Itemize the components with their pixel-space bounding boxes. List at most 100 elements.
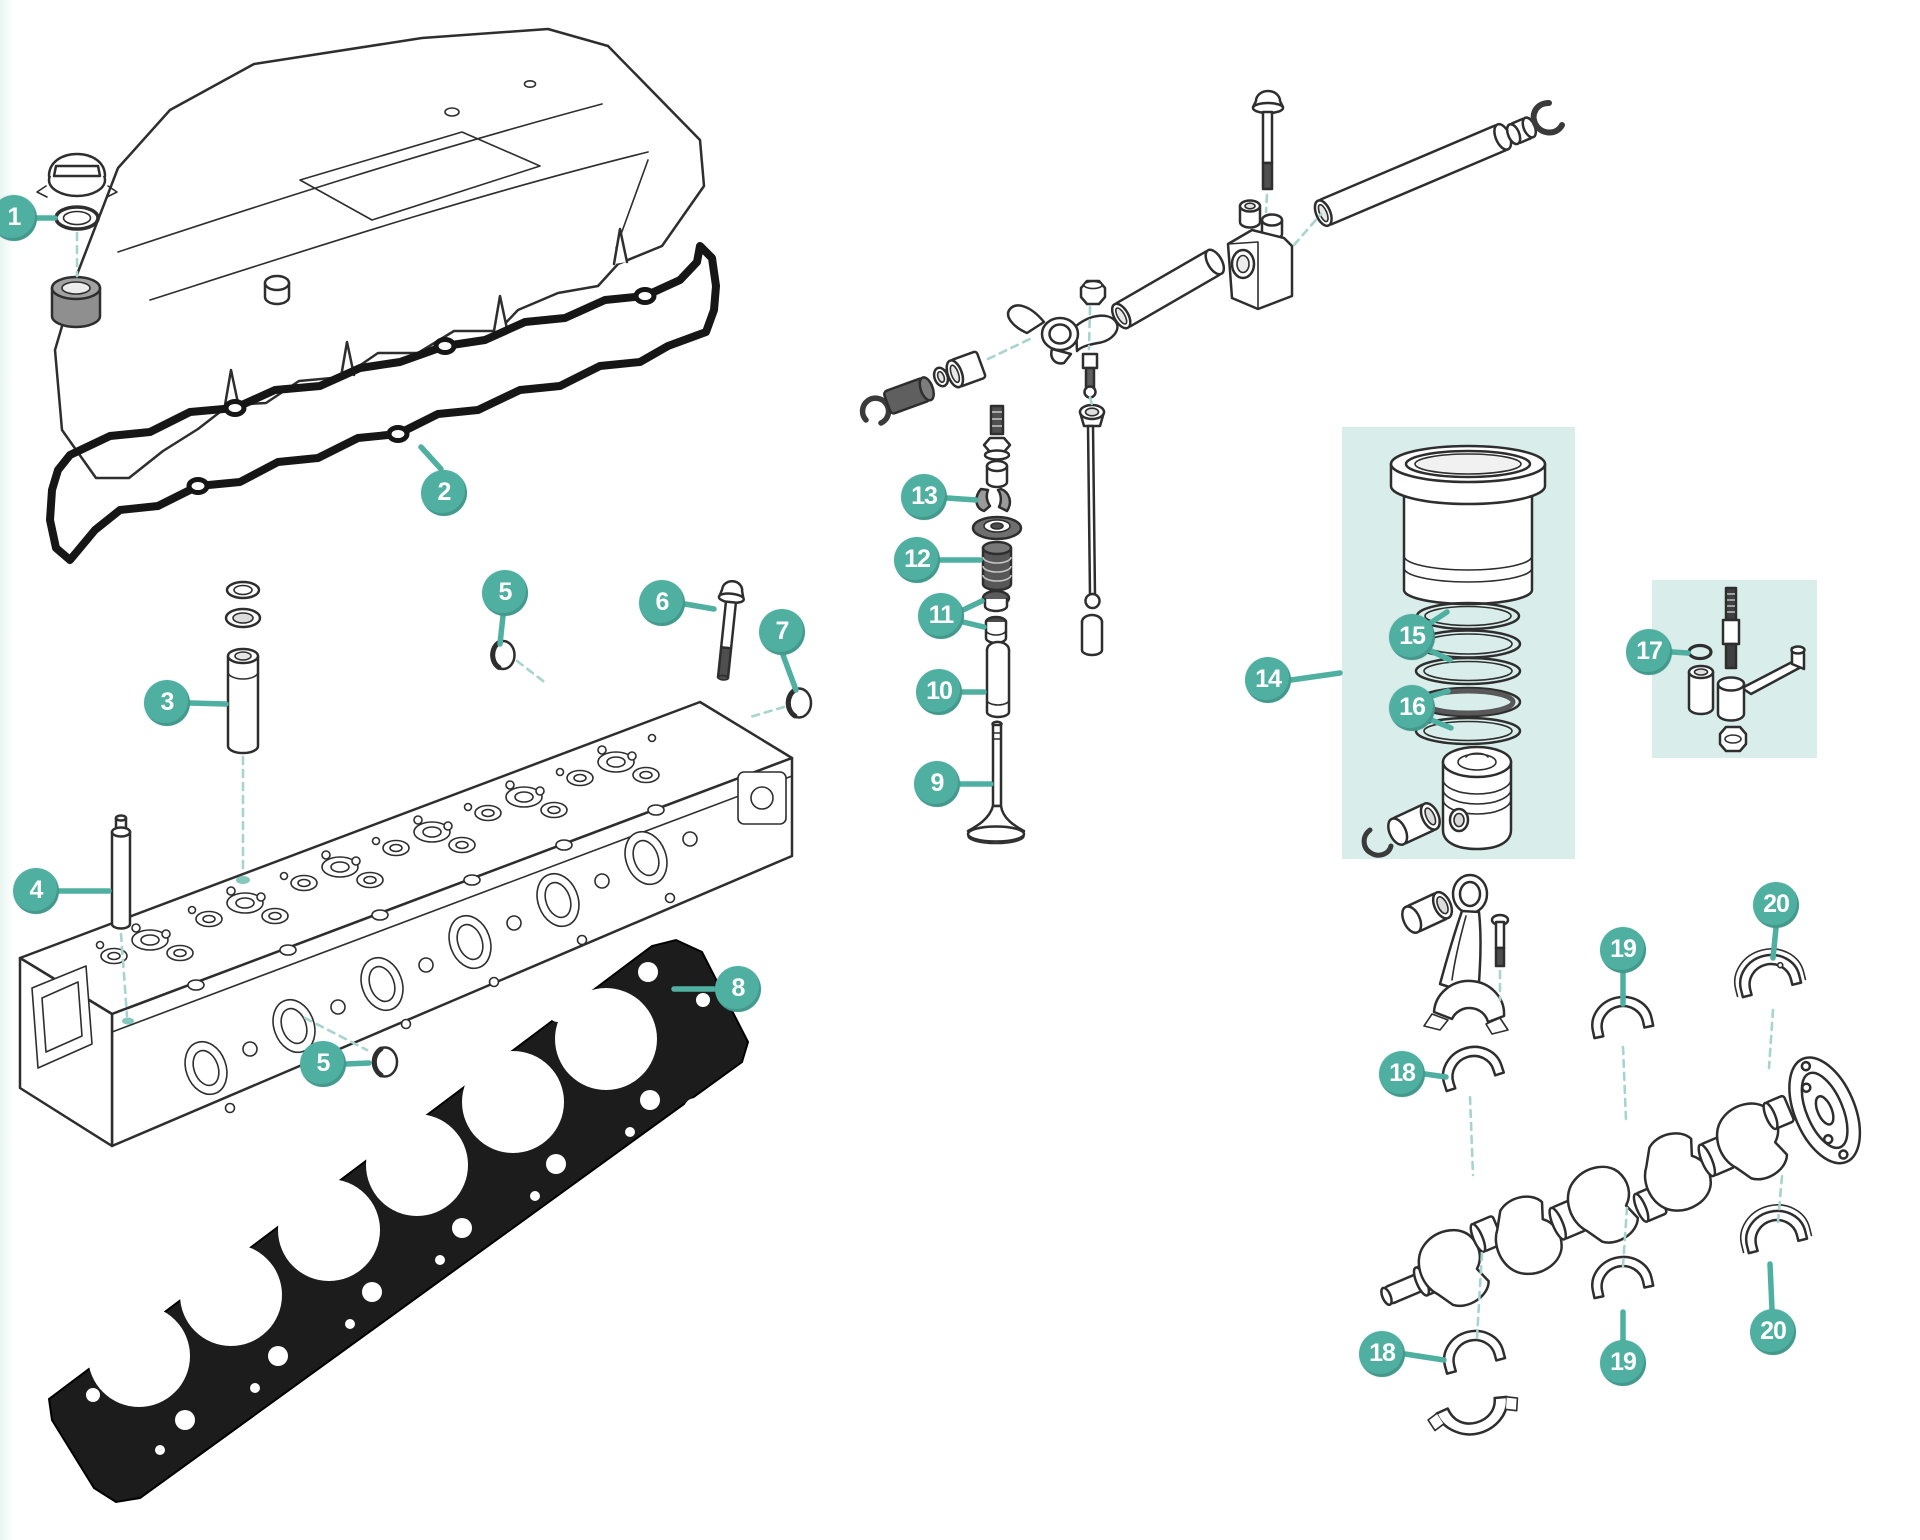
callout-14-number: 14 [1255, 664, 1282, 693]
callout-16-number: 16 [1399, 692, 1426, 721]
thrust-bearing-shell-upper-20 [1734, 948, 1807, 999]
valve-guide [110, 814, 132, 930]
rocker-adjusting-screw [1081, 352, 1099, 399]
callout-18b-number: 18 [1369, 1338, 1396, 1367]
cup-plug-5b [371, 1046, 399, 1078]
callout-19a-number: 19 [1610, 934, 1637, 963]
nozzle-nut [1718, 725, 1748, 753]
callout-18a[interactable]: 18 [1379, 1051, 1425, 1097]
rocker-nut [1079, 279, 1107, 306]
rocker-shaft-tube-rear [1313, 122, 1513, 228]
callout-11[interactable]: 11 [918, 593, 964, 639]
callout-11-number: 11 [928, 600, 954, 629]
valve-tappet [985, 640, 1011, 719]
valve-stem-seal [984, 615, 1008, 645]
callout-7-number: 7 [775, 616, 790, 645]
callout-6-number: 6 [655, 587, 670, 616]
callout-19b-number: 19 [1610, 1347, 1637, 1376]
callout-8-number: 8 [731, 973, 746, 1002]
callout-17-number: 17 [1636, 636, 1663, 665]
valve-train-stack [966, 404, 1026, 845]
valve [966, 720, 1026, 845]
shaft-plug [883, 376, 935, 415]
main-bearing-shell-lower-19 [1591, 1255, 1655, 1300]
shaft-spacer-small [932, 366, 950, 388]
callout-leader-lines [31, 215, 1779, 1363]
callout-5b-number: 5 [316, 1048, 331, 1077]
cup-plug-7 [785, 687, 813, 719]
cylinder-head-bolt [716, 580, 746, 681]
callout-5a-number: 5 [498, 577, 513, 606]
rocker-pedestal-bolt [1251, 89, 1285, 191]
callout-18a-number: 18 [1389, 1058, 1416, 1087]
head-gasket [47, 938, 750, 1504]
callout-20b[interactable]: 20 [1750, 1309, 1796, 1355]
thrust-bearing-shell-lower-20 [1740, 1204, 1813, 1255]
assembly-dashed-lines [75, 193, 1784, 1340]
crankshaft [1380, 1056, 1862, 1308]
small-end-bushing [1401, 890, 1454, 934]
piston-cooling-nozzle [1687, 586, 1806, 753]
callout-2-number: 2 [437, 477, 452, 506]
callout-13[interactable]: 13 [901, 474, 947, 520]
callout-12-number: 12 [904, 544, 931, 573]
connecting-rod [1401, 873, 1510, 1035]
callout-2[interactable]: 2 [421, 470, 467, 516]
callout-20b-number: 20 [1760, 1316, 1787, 1345]
callout-9-number: 9 [930, 768, 945, 797]
callout-7[interactable]: 7 [759, 609, 805, 655]
callout-19b[interactable]: 19 [1600, 1340, 1646, 1386]
callout-19a[interactable]: 19 [1600, 927, 1646, 973]
pushrod [1078, 403, 1106, 610]
callout-9[interactable]: 9 [914, 761, 960, 807]
lifter [1080, 613, 1104, 657]
valve-spring [981, 540, 1013, 592]
rod-bolt [1490, 913, 1510, 968]
callout-15[interactable]: 15 [1389, 614, 1435, 660]
callout-3[interactable]: 3 [144, 680, 190, 726]
rocker-pedestal [1226, 199, 1294, 311]
callout-5a[interactable]: 5 [482, 570, 528, 616]
valve-collets [975, 487, 1012, 513]
callout-3-number: 3 [160, 687, 175, 716]
oil-filler-neck [50, 275, 102, 329]
callout-17[interactable]: 17 [1626, 629, 1672, 675]
valve-spring-seat [981, 589, 1011, 613]
callout-10-number: 10 [926, 676, 953, 705]
callout-16[interactable]: 16 [1389, 685, 1435, 731]
callout-20a-number: 20 [1763, 889, 1790, 918]
rod-cap [1427, 1395, 1519, 1436]
valve-cover [53, 27, 706, 480]
callout-12[interactable]: 12 [894, 537, 940, 583]
cup-plug-5a [490, 639, 516, 671]
shaft-snap-ring [859, 395, 892, 426]
valve-cover-gasket [46, 242, 720, 564]
main-bearing-shell-upper-19 [1591, 995, 1655, 1040]
rocker-arm [1006, 304, 1119, 365]
callout-10[interactable]: 10 [916, 669, 962, 715]
callout-14[interactable]: 14 [1245, 657, 1291, 703]
pin-snap-ring [1361, 827, 1394, 858]
callout-18b[interactable]: 18 [1359, 1331, 1405, 1377]
rod-bearing-shell-lower [1442, 1329, 1507, 1375]
rod-bearing-shell-upper [1441, 1045, 1506, 1093]
shaft-spacer-large [945, 350, 987, 389]
rocker-shaft-assembly [859, 89, 1565, 426]
oil-filler-cap [36, 152, 118, 198]
callout-5b[interactable]: 5 [300, 1041, 346, 1087]
cylinder-liner [1389, 444, 1547, 606]
callout-4[interactable]: 4 [13, 868, 59, 914]
rocker-shaft-tube [1110, 248, 1226, 330]
callout-4-number: 4 [29, 875, 44, 904]
callout-8[interactable]: 8 [715, 966, 761, 1012]
callout-15-number: 15 [1399, 621, 1426, 650]
callout-13-number: 13 [911, 481, 938, 510]
shaft-end-snap-ring [1530, 100, 1565, 136]
valve-stem-seal-kit [224, 580, 262, 755]
callout-20a[interactable]: 20 [1753, 882, 1799, 928]
piston-pin [1361, 802, 1441, 858]
callout-6[interactable]: 6 [639, 580, 685, 626]
callout-1-number: 1 [7, 202, 22, 231]
filler-cap-seal-oring [54, 205, 100, 231]
